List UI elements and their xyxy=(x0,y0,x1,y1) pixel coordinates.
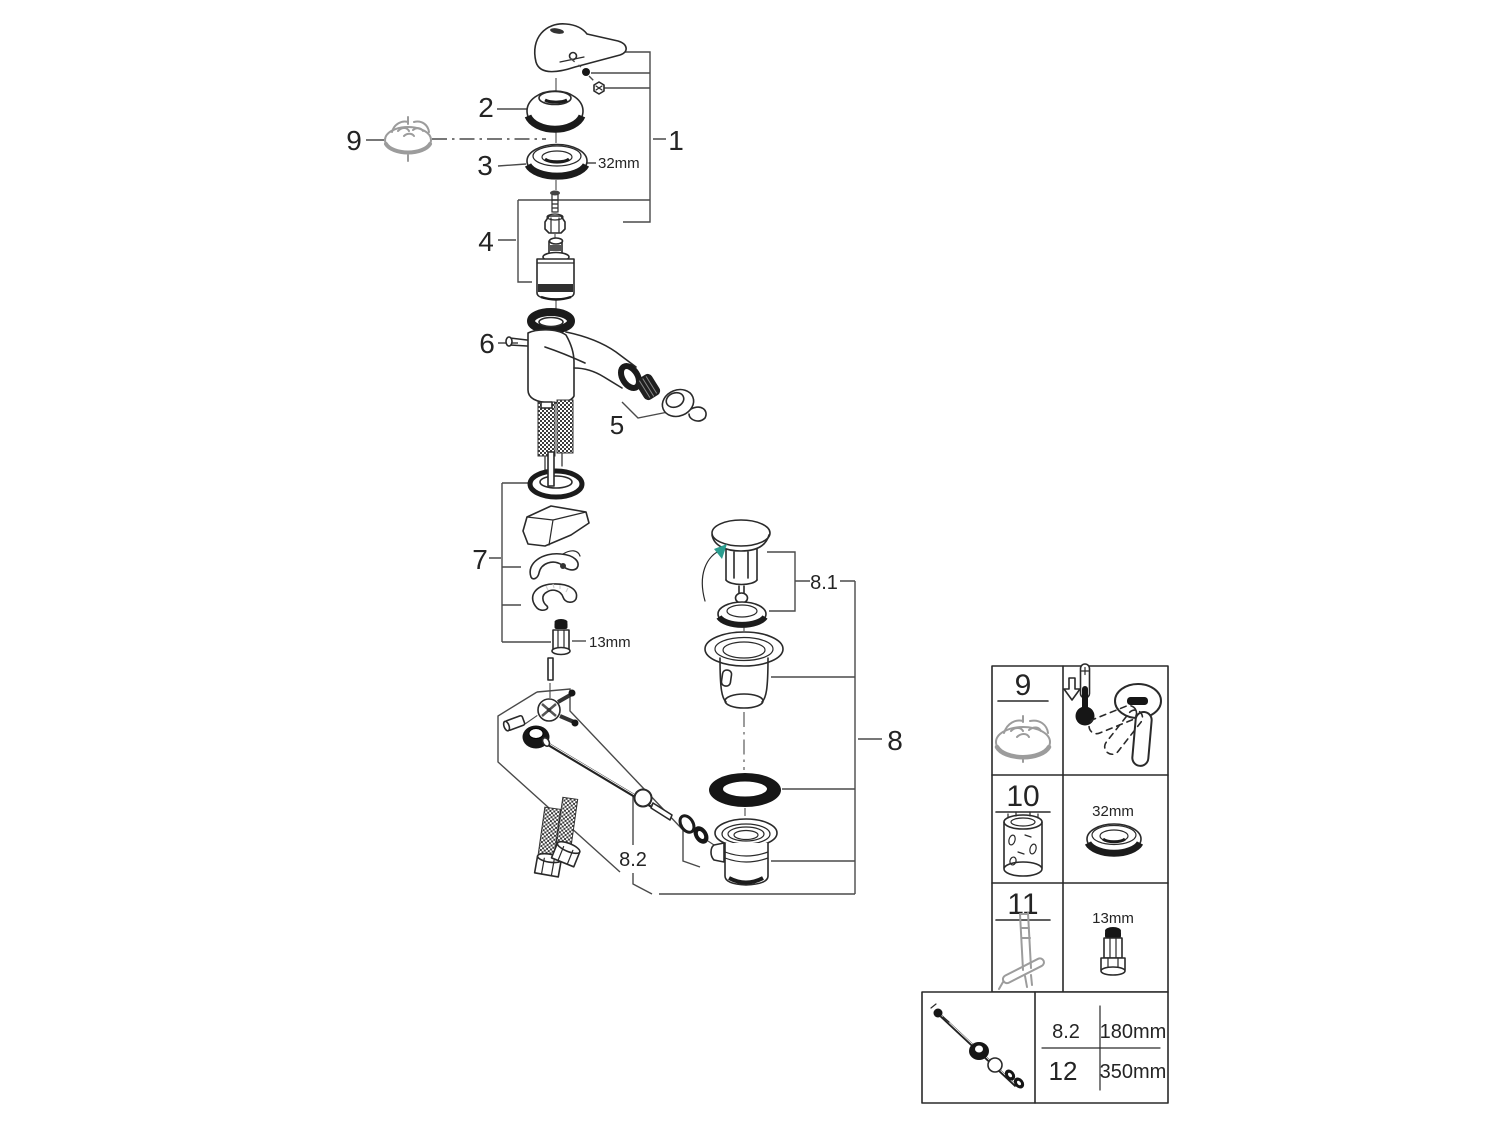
part-9-temp-limiter xyxy=(384,116,432,162)
waste-body xyxy=(710,818,778,886)
callout-8-2: 8.2 xyxy=(619,849,647,871)
parts-table: 9 10 xyxy=(991,663,1169,993)
part-8-waste-group xyxy=(701,519,784,886)
waste-plug-seal xyxy=(716,601,768,628)
nut-13mm xyxy=(551,619,571,656)
temperature-limit-icon xyxy=(1063,663,1162,767)
parts-table-row10-num: 10 xyxy=(1006,780,1039,813)
part-6-body xyxy=(505,308,642,471)
table-nut-13mm-icon xyxy=(1100,927,1126,976)
cartridge-nut xyxy=(544,213,566,234)
callout-4: 4 xyxy=(478,226,494,257)
down-arrow-icon xyxy=(1063,677,1081,701)
callout-labels: 1 2 3 4 5 6 7 8 8.1 8.2 9 32mm 13mm xyxy=(346,92,903,871)
table-sleeve-icon xyxy=(1003,811,1043,877)
length-table: 8.2 180mm 12 350mm xyxy=(921,991,1169,1104)
callout-lines xyxy=(366,51,882,895)
dim-13mm: 13mm xyxy=(589,634,631,651)
length-table-row1-length: 180mm xyxy=(1100,1021,1167,1043)
callout-6: 6 xyxy=(479,328,495,359)
table-part9-icon xyxy=(994,715,1052,763)
lever-handle xyxy=(533,23,627,95)
callout-8-1: 8.1 xyxy=(810,572,838,594)
waste-o-ring xyxy=(709,773,781,807)
callout-9: 9 xyxy=(346,125,362,156)
callout-2: 2 xyxy=(478,92,494,123)
parts-table-row11-num: 11 xyxy=(1007,888,1038,921)
cartridge-screw xyxy=(550,190,560,213)
cartridge xyxy=(536,237,575,301)
table-ring-32mm-icon xyxy=(1084,823,1144,857)
rotate-arrowhead xyxy=(714,544,727,559)
callout-1: 1 xyxy=(668,125,684,156)
part-5-mousseur xyxy=(635,373,707,422)
part-4-cartridge-group xyxy=(536,190,575,301)
length-table-row2-length: 350mm xyxy=(1100,1061,1167,1083)
waste-plug xyxy=(701,519,771,604)
length-table-row2-num: 12 xyxy=(1049,1056,1078,1086)
handle-screw xyxy=(569,57,605,95)
part-2-cap xyxy=(524,90,586,133)
parts-table-row9-num: 9 xyxy=(1015,669,1032,702)
callout-7: 7 xyxy=(472,544,488,575)
handle-swing-icon xyxy=(1088,683,1162,767)
part-8-2-rod-group xyxy=(502,657,709,878)
callout-3: 3 xyxy=(477,150,493,181)
callout-8: 8 xyxy=(887,725,903,756)
length-table-rod-icon xyxy=(930,1003,1025,1089)
parts-table-row10-detail: 32mm xyxy=(1092,803,1134,820)
dim-32mm: 32mm xyxy=(598,155,640,172)
callout-5: 5 xyxy=(610,410,624,440)
parts-table-row11-detail: 13mm xyxy=(1092,910,1134,927)
table-tool-icon xyxy=(998,912,1045,990)
part-7-fixing-group xyxy=(522,451,590,656)
part-3-mounting-ring xyxy=(524,143,590,180)
waste-flange xyxy=(704,631,784,709)
length-table-row1-num: 8.2 xyxy=(1052,1021,1080,1043)
hose-fitting xyxy=(550,840,581,868)
